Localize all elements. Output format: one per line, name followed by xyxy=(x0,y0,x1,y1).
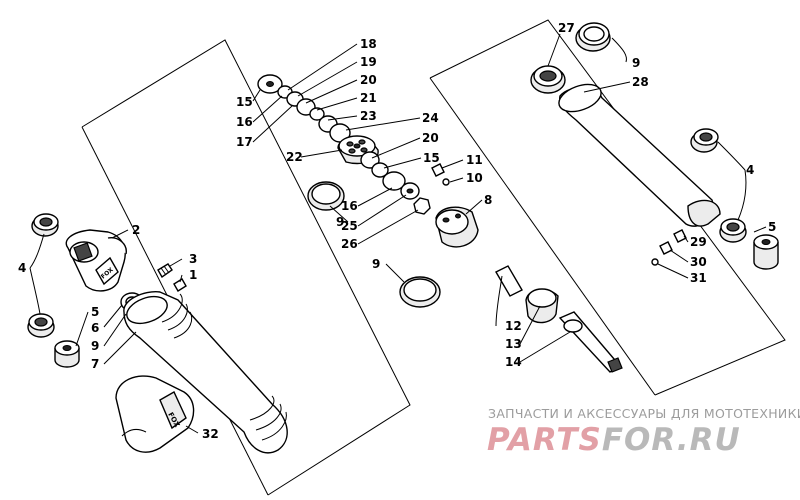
shock-eye-head: FOX xyxy=(65,229,127,292)
callout-9-lower: 9 xyxy=(372,257,380,271)
valve-cap xyxy=(173,278,187,292)
callout-16-top: 16 xyxy=(236,115,253,129)
spacer-left xyxy=(54,340,80,368)
leader-lines xyxy=(29,33,767,434)
callout-6: 6 xyxy=(91,321,99,335)
callout-16-bottom: 16 xyxy=(341,199,358,213)
callout-28: 28 xyxy=(632,75,649,89)
watermark-logo: PARTSFOR.RU xyxy=(487,422,741,458)
schrader-valve xyxy=(157,263,173,279)
shock-sleeve: FOX xyxy=(115,375,195,453)
callout-13: 13 xyxy=(505,337,522,351)
callout-19: 19 xyxy=(360,55,377,69)
callout-1: 1 xyxy=(189,268,197,282)
ball-31 xyxy=(651,258,659,266)
callout-20-bottom: 20 xyxy=(422,131,439,145)
callout-15-top: 15 xyxy=(236,95,253,109)
callout-17: 17 xyxy=(236,135,253,149)
callout-31: 31 xyxy=(690,271,707,285)
washer-21 xyxy=(309,107,325,121)
callout-7: 7 xyxy=(91,357,99,371)
callout-27: 27 xyxy=(558,21,575,35)
bushing-bottom-right xyxy=(719,218,747,243)
callout-labels: 2 3 1 4 5 6 9 7 32 18 19 20 21 23 15 16 … xyxy=(18,21,776,441)
callout-3: 3 xyxy=(189,252,197,266)
center-stack-parts xyxy=(257,74,623,373)
ball-10 xyxy=(442,178,450,186)
piston-shaft xyxy=(495,265,623,373)
reservoir-body xyxy=(558,83,721,227)
callout-9-center: 9 xyxy=(336,215,344,229)
right-panel-outline xyxy=(429,19,786,396)
left-parts: FOX F xyxy=(27,213,288,454)
callout-18: 18 xyxy=(360,37,377,51)
callout-24: 24 xyxy=(422,111,439,125)
spacer-right xyxy=(753,234,779,270)
bushing-bottom-left xyxy=(27,313,55,338)
piston xyxy=(337,135,379,165)
callout-32: 32 xyxy=(202,427,219,441)
watermark-tagline: ЗАПЧАСТИ И АКСЕССУАРЫ ДЛЯ МОТОТЕХНИКИ xyxy=(488,406,800,421)
callout-29: 29 xyxy=(690,235,707,249)
bushing-top-right xyxy=(690,128,719,153)
callout-4-right: 4 xyxy=(746,163,754,177)
callout-9-left: 9 xyxy=(91,339,99,353)
callout-9-right: 9 xyxy=(632,56,640,70)
callout-22: 22 xyxy=(286,150,303,164)
callout-5-right: 5 xyxy=(768,220,776,234)
shock-body xyxy=(123,291,288,454)
washer-20-bottom xyxy=(360,151,380,169)
seal-head xyxy=(435,206,479,248)
callout-25: 25 xyxy=(341,219,358,233)
seal-9-center xyxy=(307,181,345,211)
nut xyxy=(413,197,431,215)
callout-8: 8 xyxy=(484,193,492,207)
bushing-top-left xyxy=(31,213,59,237)
washer-16-bottom xyxy=(382,171,406,191)
washer-15-bottom xyxy=(371,162,389,178)
callout-10: 10 xyxy=(466,171,483,185)
right-parts xyxy=(530,22,779,270)
callout-30: 30 xyxy=(690,255,707,269)
callout-14: 14 xyxy=(505,355,522,369)
callout-11: 11 xyxy=(466,153,483,167)
reservoir-cap-27 xyxy=(575,22,611,52)
watermark-logo-part2: FOR.RU xyxy=(602,422,741,458)
callout-15-bottom: 15 xyxy=(423,151,440,165)
callout-21: 21 xyxy=(360,91,377,105)
seal-9-lower xyxy=(399,276,441,308)
screw-29 xyxy=(673,229,687,243)
reservoir-end xyxy=(530,65,566,94)
screw-11 xyxy=(431,163,445,177)
screw-30 xyxy=(659,241,673,255)
callout-26: 26 xyxy=(341,237,358,251)
callout-23: 23 xyxy=(360,109,377,123)
callout-20-top: 20 xyxy=(360,73,377,87)
watermark: ЗАПЧАСТИ И АКСЕССУАРЫ ДЛЯ МОТОТЕХНИКИ PA… xyxy=(487,406,800,458)
callout-12: 12 xyxy=(505,319,522,333)
callout-4-left: 4 xyxy=(18,261,26,275)
callout-5-left: 5 xyxy=(91,305,99,319)
callout-2: 2 xyxy=(132,223,140,237)
watermark-logo-part1: PARTS xyxy=(487,422,602,458)
